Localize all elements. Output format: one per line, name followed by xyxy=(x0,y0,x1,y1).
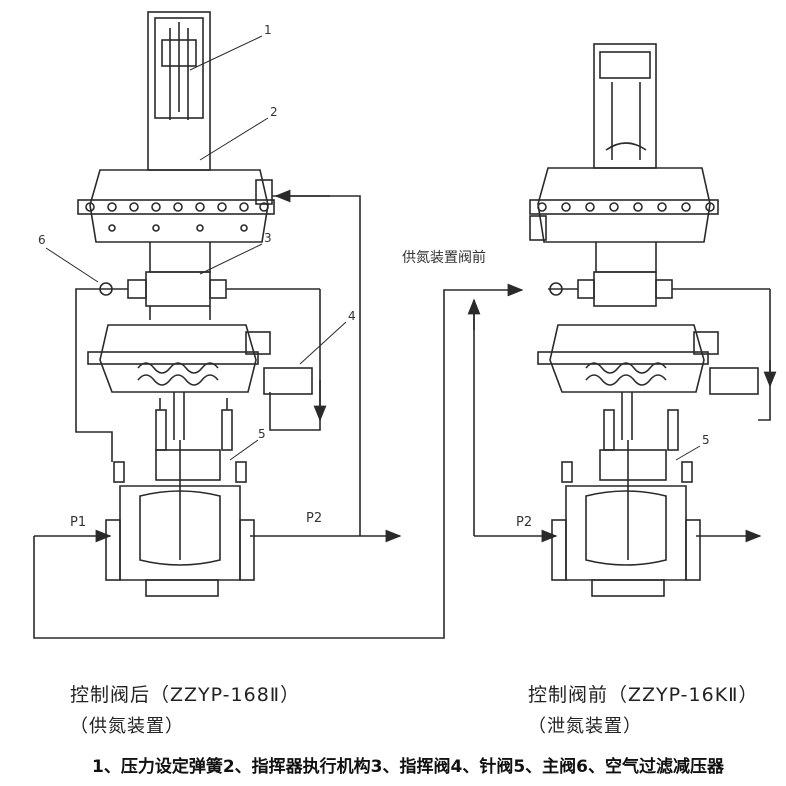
right-port-in-label: P2 xyxy=(516,515,532,530)
left-needle-valve-tubing xyxy=(155,398,233,451)
right-main-valve xyxy=(551,440,701,597)
left-spring-housing xyxy=(147,11,211,171)
left-air-filter-tubing xyxy=(75,288,113,462)
right-side-label: 供氮装置阀前 xyxy=(402,249,486,266)
left-main-valve xyxy=(105,440,255,597)
callout-4: 4 xyxy=(348,309,356,323)
right-diaphragm-actuator xyxy=(529,167,719,273)
left-command-actuator xyxy=(87,324,313,440)
right-unit xyxy=(467,43,777,597)
left-pilot-valve xyxy=(99,271,320,320)
left-diaphragm-actuator xyxy=(77,169,275,273)
callout-3: 3 xyxy=(264,231,272,245)
right-feedback-lines xyxy=(473,289,771,536)
callout-right-5: 5 xyxy=(702,433,710,447)
callout-6: 6 xyxy=(38,233,46,247)
left-callout-leaders xyxy=(45,35,347,461)
right-callout-leader xyxy=(675,445,701,461)
left-unit xyxy=(34,11,402,597)
left-port-in-label: P1 xyxy=(70,515,86,530)
right-unit-caption: 控制阀前（ZZYP-16KⅡ） xyxy=(528,684,759,706)
right-needle-valve-tubing xyxy=(603,409,679,451)
right-unit-subcaption: （泄氮装置） xyxy=(528,716,642,737)
right-pilot-valve xyxy=(548,271,770,307)
left-feedback-lines xyxy=(269,195,361,536)
callout-5: 5 xyxy=(258,427,266,441)
bottom-connector-line xyxy=(33,283,524,639)
right-spring-housing xyxy=(593,43,657,169)
right-command-actuator xyxy=(537,324,759,440)
left-unit-subcaption: （供氮装置） xyxy=(70,716,184,737)
parts-legend: 1、压力设定弹簧2、指挥器执行机构3、指挥阀4、针阀5、主阀6、空气过滤减压器 xyxy=(92,757,724,777)
diagram-labels: 1 2 3 4 5 6 5 P1 P2 P2 供氮装置阀前 xyxy=(38,23,710,530)
left-port-out-label: P2 xyxy=(306,511,322,526)
left-unit-caption: 控制阀后（ZZYP-168Ⅱ） xyxy=(70,684,301,706)
callout-2: 2 xyxy=(270,105,278,119)
callout-1: 1 xyxy=(264,23,272,37)
